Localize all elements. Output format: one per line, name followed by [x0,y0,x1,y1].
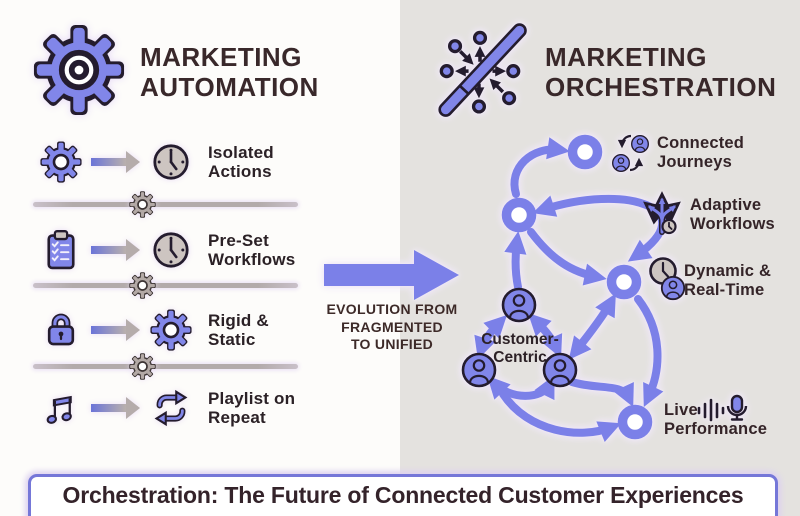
automation-row: Rigid & Static [40,309,269,351]
gear-icon [129,353,156,380]
row-label: Rigid & Static [208,311,269,349]
network-node [612,270,637,295]
label-live-performance: Live Performance [664,401,768,438]
arrow-right-icon [91,151,140,173]
person-avatar-icon [501,287,537,323]
label-adaptive-workflows: Adaptive Workflows [690,196,775,233]
gear-icon [40,141,82,183]
footer-banner: Orchestration: The Future of Connected C… [28,474,778,516]
divider [33,191,298,218]
music-notes-icon [46,395,72,424]
row-label: Pre-Set Workflows [208,231,296,269]
adaptive-workflows-icon [643,191,681,235]
automation-row: Playlist on Repeat [40,387,295,429]
clock-icon [153,144,189,180]
gear-icon [129,191,156,218]
gear-icon [150,309,192,351]
connected-journeys-icon [612,134,649,172]
arrow-right-icon [91,319,140,341]
label-dynamic-realtime: Dynamic & Real-Time [684,262,772,299]
repeat-icon [154,389,188,427]
label-connected-journeys: Connected Journeys [657,134,745,171]
footer-text: Orchestration: The Future of Connected C… [62,482,744,508]
row-label: Isolated Actions [208,143,274,181]
evolution-arrow-icon [324,250,459,300]
orchestration-network [461,0,748,443]
conductor-baton-icon [438,23,527,117]
network-node [623,410,648,435]
live-performance-icon [697,394,748,422]
gear-icon [129,272,156,299]
clock-icon [153,232,189,268]
arrow-right-icon [91,397,140,419]
lock-icon [47,313,75,346]
row-label: Playlist on Repeat [208,389,296,427]
transition-caption: EVOLUTION FROM FRAGMENTED TO UNIFIED [326,301,458,352]
automation-row: Pre-Set Workflows [40,229,295,271]
divider [33,272,298,299]
orchestration-title: MARKETING ORCHESTRATION [545,42,777,102]
network-node [573,140,598,165]
label-customer-centric: Customer- Centric [481,331,559,366]
network-node [507,203,532,228]
gear-icon [33,24,125,116]
arrow-right-icon [91,239,140,261]
automation-row: Isolated Actions [40,141,274,183]
divider [33,353,298,380]
dynamic-realtime-icon [649,257,686,301]
automation-title: MARKETING AUTOMATION [140,42,319,102]
clipboard-icon [47,230,75,270]
